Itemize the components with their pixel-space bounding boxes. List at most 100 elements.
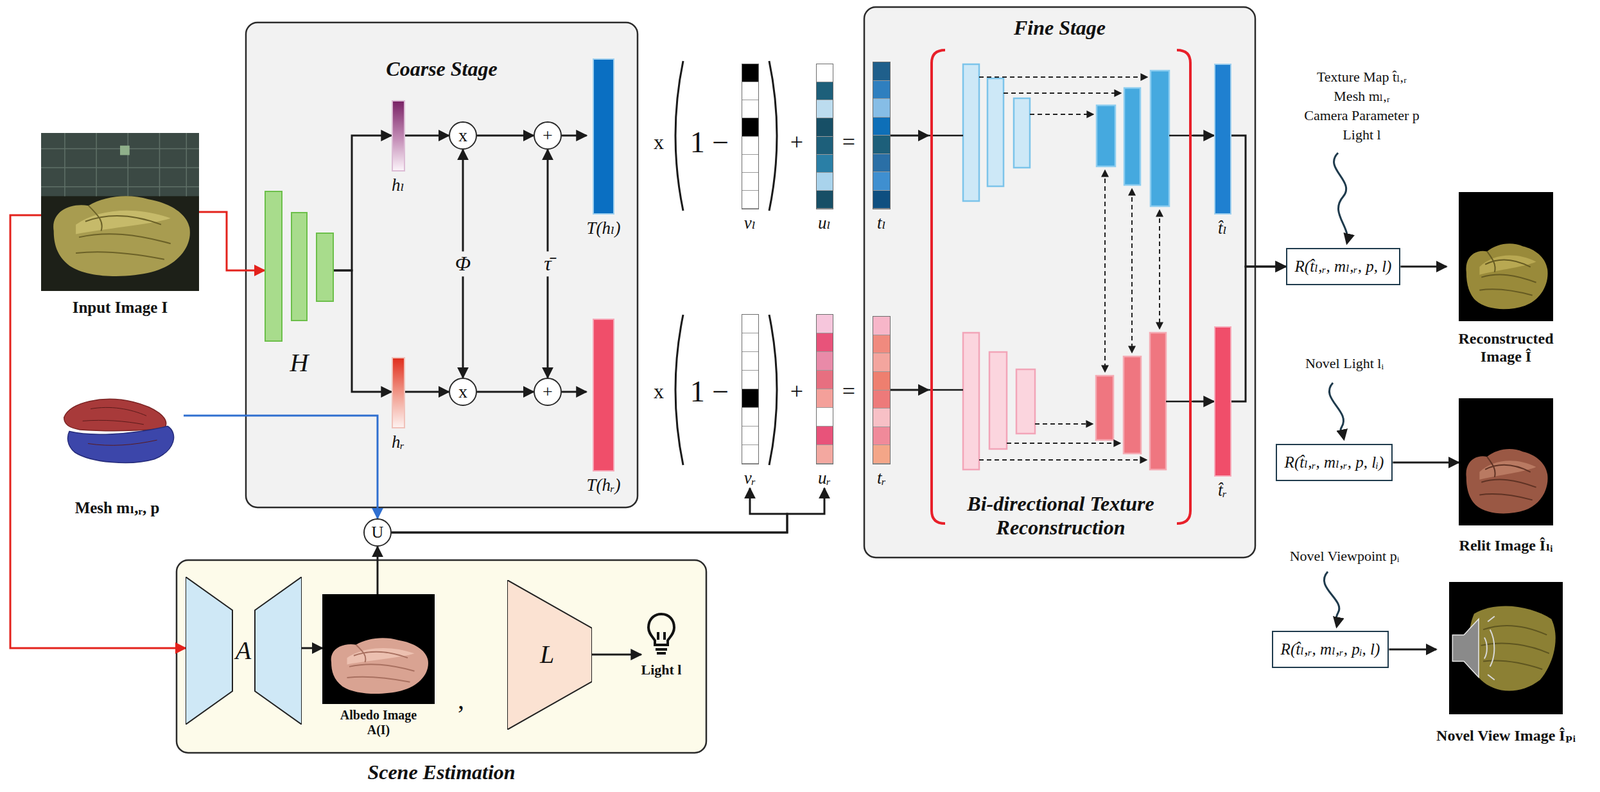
image-caption: Input Image I	[72, 298, 169, 318]
vector-label: hₗ	[391, 175, 405, 196]
image-caption: Mesh mₗ,ᵣ, p	[75, 498, 160, 518]
network-name: L	[539, 641, 555, 668]
novel-picture-part	[1484, 616, 1495, 680]
label-holder: =	[842, 129, 856, 156]
relit-picture-part	[1458, 398, 1554, 526]
vector-cell	[742, 389, 759, 408]
multiply-op: x	[448, 377, 478, 406]
novel-picture-part	[1468, 606, 1556, 691]
recon-picture-part	[1458, 191, 1554, 322]
albedo-picture	[322, 593, 435, 704]
vector-cell	[742, 82, 759, 101]
operator-symbol: x	[458, 126, 468, 145]
albedo-picture-part	[322, 593, 435, 704]
parentheses	[675, 60, 777, 465]
flow-arrow	[376, 546, 379, 594]
label-holder: +	[790, 378, 804, 405]
relit-picture-part	[1465, 448, 1548, 514]
vector-label: t̂ₗ	[1217, 218, 1227, 239]
input-picture-part	[41, 132, 200, 196]
relit-picture-part	[1458, 398, 1554, 526]
vector-cell	[742, 370, 759, 390]
union-op: U	[363, 518, 392, 547]
vector-cell	[816, 333, 833, 352]
input-squiggles	[1323, 571, 1340, 627]
input-picture-part	[120, 145, 130, 156]
annotation: Mesh mₗ,ᵣ	[1333, 88, 1390, 105]
input-image: Input Image I	[41, 132, 200, 318]
encoder-bars	[264, 190, 334, 342]
annotation: =	[842, 129, 856, 156]
vector-cell	[742, 64, 759, 83]
unet-lower	[989, 351, 1007, 449]
skip-connections	[1003, 92, 1121, 94]
relit-picture-part	[1479, 456, 1536, 500]
edge-label-holder: τ̄	[540, 251, 555, 277]
render-function: R(t̂ₗ,ᵣ, mₗ,ᵣ, p, lᵢ)	[1284, 453, 1385, 472]
parentheses	[675, 60, 684, 211]
unet-upper	[1150, 70, 1170, 207]
novel-picture-part	[1484, 616, 1495, 680]
fine-stage-panel: Fine StagetₗtᵣBi-directional Texture Rec…	[864, 7, 1256, 558]
bulb-icon	[648, 613, 675, 645]
texture-tl: tₗ	[872, 61, 891, 234]
skip-connections	[979, 77, 1160, 460]
novel-picture-part	[1452, 618, 1479, 678]
operator-symbol: +	[542, 126, 553, 145]
vector-label: T(hᵣ)	[586, 475, 621, 496]
refined-texture-tl: t̂ₗ	[1214, 63, 1232, 239]
vector-cell	[873, 371, 890, 391]
annotation: =	[842, 378, 856, 405]
vector-cell	[816, 314, 833, 334]
flow-arrow	[183, 415, 378, 519]
flow-arrow	[301, 647, 323, 650]
input-picture-part	[41, 132, 200, 196]
feature-bar	[741, 63, 759, 210]
vector-label: tₗ	[877, 213, 887, 234]
texture-t-hr: T(hᵣ)	[586, 318, 621, 496]
feature-bar	[816, 313, 834, 465]
vector-cell	[742, 333, 759, 352]
vector-cell	[816, 426, 833, 445]
skip-connections	[1006, 442, 1120, 444]
input-squiggles	[1329, 382, 1344, 439]
unet-upper	[1124, 87, 1141, 185]
skip-connections	[1104, 170, 1106, 372]
albedo-picture-part	[331, 637, 429, 694]
edge-label: τ̄	[540, 251, 555, 277]
annotation: Novel Viewpoint pᵢ	[1289, 548, 1400, 564]
relit-image: Relit Image Îₗᵢ	[1458, 398, 1554, 555]
vector-cell	[873, 80, 890, 100]
vector-label: T(hₗ)	[586, 218, 621, 239]
refined-texture-tr: t̂ᵣ	[1214, 326, 1232, 501]
novel-picture-part	[1449, 581, 1563, 714]
recon-picture-part	[1465, 243, 1548, 309]
flow-arrow	[391, 487, 825, 533]
annotation: 1 −	[690, 375, 729, 409]
recon-picture-part	[1458, 191, 1554, 322]
vector-label: t̂ᵣ	[1217, 480, 1227, 501]
parentheses	[675, 314, 684, 465]
encoder-layer	[291, 212, 307, 321]
parentheses	[769, 60, 777, 211]
vector-cell	[873, 426, 890, 446]
flow-arrow	[890, 134, 929, 137]
trapezoid	[185, 576, 233, 725]
vector-cell	[742, 351, 759, 371]
edge-label: Φ	[452, 251, 474, 277]
vector-cell	[742, 154, 759, 173]
vector-cell	[816, 370, 833, 390]
mesh-picture-part	[82, 407, 158, 445]
feature-bar	[1214, 63, 1232, 215]
vector-cell	[873, 135, 890, 155]
flow-arrow	[561, 134, 587, 137]
bidirectional-unet: Bi-directional Texture Reconstruction	[928, 44, 1193, 553]
stage-panel	[245, 22, 638, 508]
input-picture-part	[53, 195, 191, 277]
albedo-network: A	[185, 576, 302, 725]
title-holder: Coarse Stage	[245, 57, 638, 81]
flow-arrow	[333, 270, 392, 392]
feature-hl: hₗ	[391, 100, 406, 196]
vector-cell	[816, 64, 833, 83]
